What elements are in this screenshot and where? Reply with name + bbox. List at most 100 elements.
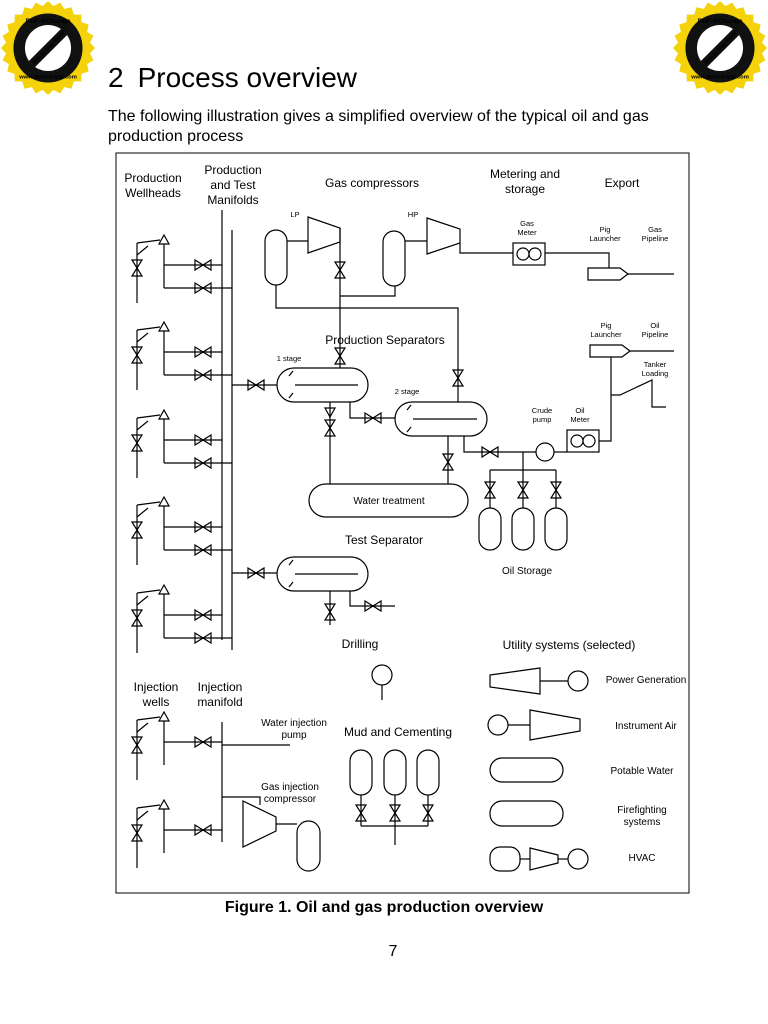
badge-bottom-text: www.docu-track.com [18, 75, 77, 81]
wellhead-choke-icon [157, 798, 171, 810]
valve-icon [364, 599, 382, 613]
instrument-air-label: Instrument Air [615, 721, 677, 732]
oil-storage-tank [544, 507, 568, 551]
valve-icon [364, 411, 382, 425]
wellhead-choke-icon [157, 408, 171, 420]
section-number: 2 [108, 62, 124, 93]
valve-icon [441, 453, 455, 471]
wellhead-arm [136, 716, 161, 721]
water-treatment-label: Water treatment [353, 496, 425, 507]
valve-icon [194, 433, 212, 447]
separator-baffle [406, 426, 412, 433]
separator-baffle [288, 559, 294, 566]
valve-icon [194, 543, 212, 557]
oil-storage-tank [511, 507, 535, 551]
export-label: Export [605, 176, 640, 190]
section-title: Process overview [137, 62, 357, 93]
valve-icon [194, 520, 212, 534]
pipe-line [349, 591, 395, 607]
oil-meter-rotor [582, 434, 596, 448]
valve-icon [194, 345, 212, 359]
mud-tank [349, 749, 373, 796]
crude-pump [535, 442, 555, 462]
production-separators-label: Production Separators [325, 333, 444, 347]
stage1-label: 1 stage [277, 354, 302, 363]
hvac-motor [567, 848, 589, 870]
gas-meter [512, 242, 546, 266]
valve-icon [194, 456, 212, 470]
utility-systems-label: Utility systems (selected) [503, 638, 636, 652]
valve-icon [333, 261, 347, 279]
test-separator-label: Test Separator [345, 533, 423, 547]
lp-scrubber [264, 229, 288, 286]
instrument-air-motor [487, 714, 509, 736]
wellhead-choke-icon [157, 233, 171, 245]
wellhead-choke-icon [157, 583, 171, 595]
valve-icon [130, 736, 144, 754]
valve-icon [130, 346, 144, 364]
potable-water-unit [489, 757, 564, 783]
valve-icon [483, 481, 497, 499]
valve-icon [323, 603, 337, 621]
second-stage-separator [394, 401, 488, 437]
stage2-label: 2 stage [395, 387, 420, 396]
pipe-line [222, 796, 261, 805]
gas-meter-rotor [516, 247, 530, 261]
pipe-line [463, 436, 536, 453]
drain-icon [323, 407, 337, 419]
valve-icon [130, 259, 144, 277]
gas-pig-launcher [587, 267, 629, 281]
generator-icon [567, 670, 589, 692]
hvac-compressor [529, 847, 559, 871]
valve-icon [130, 609, 144, 627]
wellhead-arm [136, 239, 161, 244]
instrument-air-compressor [529, 709, 581, 741]
mud-tank [383, 749, 407, 796]
wellhead-choke-icon [157, 495, 171, 507]
gas-meter-rotor [528, 247, 542, 261]
mud-cementing-label: Mud and Cementing [344, 725, 452, 739]
pipe-line [349, 402, 395, 419]
pipe-line [459, 243, 513, 254]
valve-icon [194, 631, 212, 645]
wellhead-arm [136, 414, 161, 419]
valve-icon [323, 419, 337, 437]
test-separator [276, 556, 369, 592]
wellhead-choke-icon [157, 320, 171, 332]
badge-slash [700, 28, 740, 68]
valve-icon [247, 378, 265, 392]
separator-baffle [288, 392, 294, 399]
wellhead-arm [136, 326, 161, 331]
figure-caption: Figure 1. Oil and gas production overvie… [224, 899, 544, 916]
separator-baffle [288, 581, 294, 588]
badge-slash [28, 28, 68, 68]
wellhead-arm [136, 245, 149, 256]
valve-icon [130, 824, 144, 842]
valve-icon [194, 281, 212, 295]
valve-icon [451, 369, 465, 387]
pipe-line [599, 357, 612, 442]
badge-top-text: PDF-XChange [26, 18, 71, 25]
oil-pig-launcher [589, 344, 631, 358]
diagram-frame [115, 152, 690, 894]
valve-icon [130, 434, 144, 452]
valve-icon [481, 445, 499, 459]
page-number: 7 [388, 943, 398, 960]
hp-scrubber [382, 230, 406, 287]
valve-icon [247, 566, 265, 580]
separator-baffle [406, 404, 412, 411]
